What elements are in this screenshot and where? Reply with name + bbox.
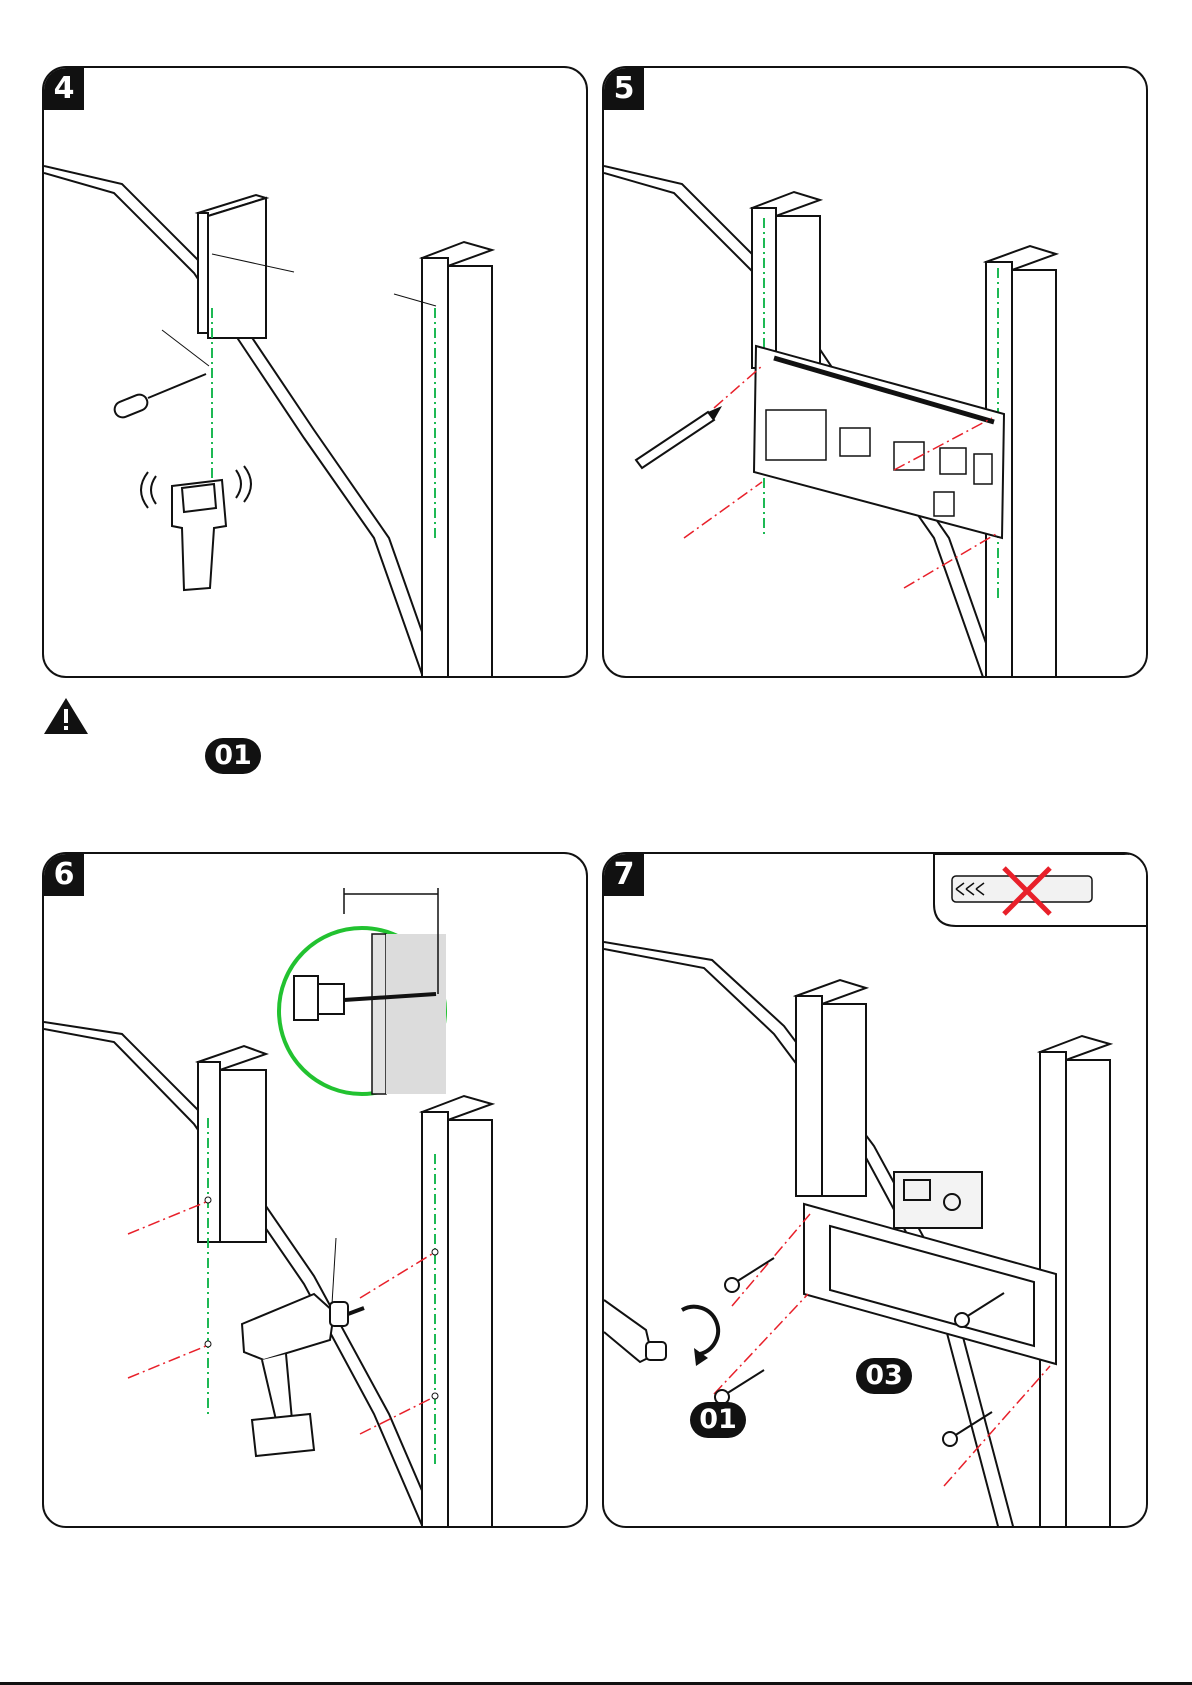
wrench-icon — [604, 1300, 666, 1362]
step-5-panel: 5 — [602, 66, 1148, 678]
rotate-arrow-icon — [682, 1307, 718, 1354]
step-4-badge: 4 — [44, 68, 84, 110]
step-6-panel: 6 — [42, 852, 588, 1528]
step-7-panel: 7 — [602, 852, 1148, 1528]
step-4-illustration — [44, 68, 588, 678]
drill-icon — [242, 1238, 364, 1456]
step-5-badge: 5 — [604, 68, 644, 110]
step-7-illustration — [604, 854, 1148, 1528]
part-01-badge: 01 — [205, 738, 261, 774]
mounting-template — [754, 346, 1004, 538]
step-6-illustration — [44, 854, 588, 1528]
stud-finder-icon — [141, 466, 251, 590]
step-5-illustration — [604, 68, 1148, 678]
warning-icon — [42, 696, 90, 736]
part-03-badge: 03 — [856, 1358, 912, 1394]
wall-stud-left — [198, 195, 266, 338]
awl-icon — [112, 374, 206, 420]
step-4-panel: 4 — [42, 66, 588, 678]
pencil-icon — [636, 406, 722, 468]
anchor-forbidden-icon — [934, 854, 1148, 926]
drill-depth-magnifier — [279, 888, 446, 1094]
part-01-badge-step7: 01 — [690, 1402, 746, 1438]
step-6-badge: 6 — [44, 854, 84, 896]
wall-stud-right — [422, 242, 492, 678]
wall-plate — [804, 1172, 1056, 1364]
step-7-badge: 7 — [604, 854, 644, 896]
